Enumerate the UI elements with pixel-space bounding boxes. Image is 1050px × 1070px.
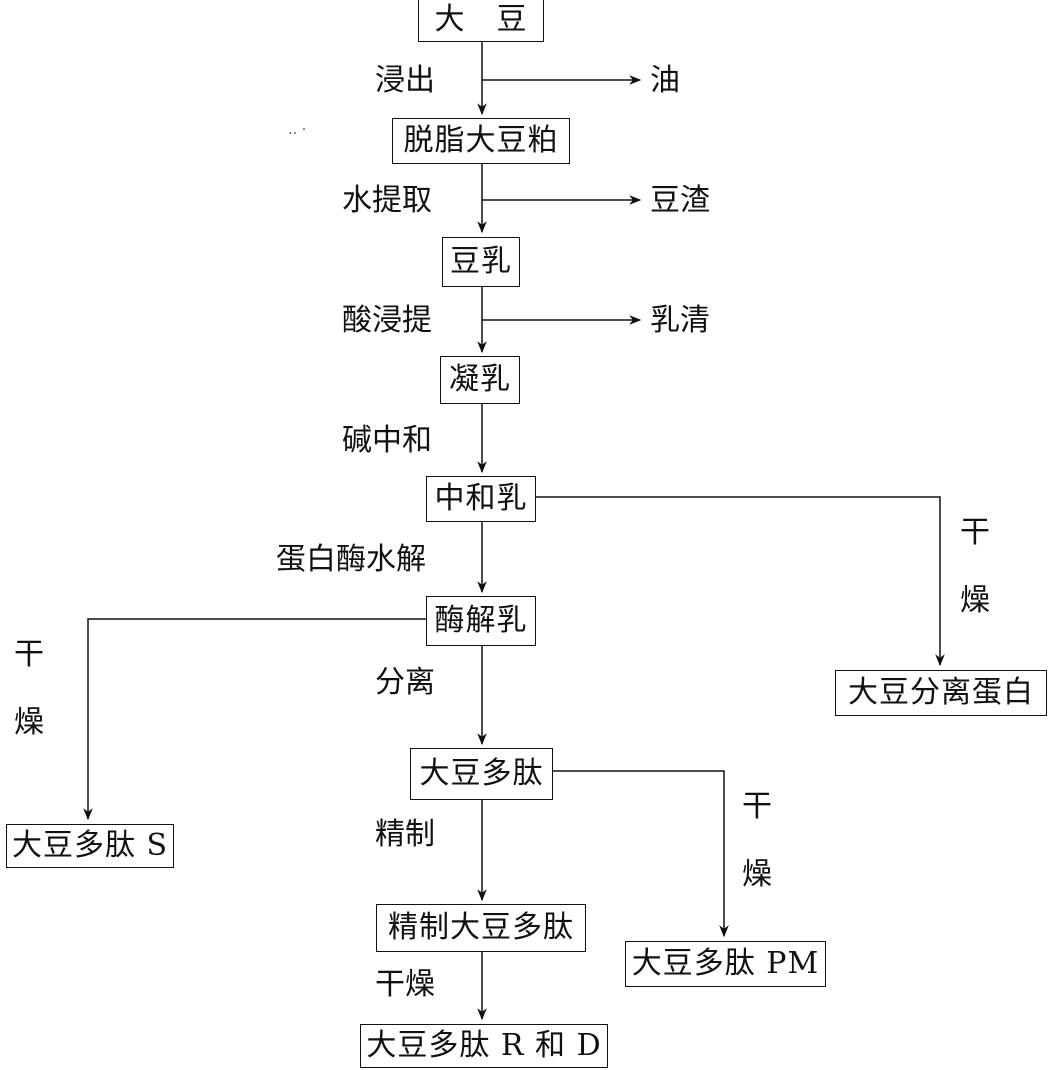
dry-char-bottom: 燥 [14,705,44,740]
node-peptide-rd: 大豆多肽 R 和 D [360,1024,608,1068]
node-hydrolysate: 酶解乳 [426,596,536,646]
step-refine: 精制 [375,817,435,852]
output-okara: 豆渣 [650,183,710,218]
step-water-extract: 水提取 [342,183,432,218]
arrow-peptide-to-pm [553,770,729,938]
step-dry-peptide-s: 干 燥 [12,640,46,738]
node-soy-milk: 豆乳 [442,237,520,287]
arrow-hydrolysate-to-peptide-s [83,618,426,821]
node-peptide: 大豆多肽 [410,748,553,800]
node-peptide-s: 大豆多肽 S [6,824,174,868]
output-whey: 乳清 [650,303,710,338]
output-oil: 油 [650,63,680,98]
step-enzymolysis: 蛋白酶水解 [276,542,426,577]
node-curd: 凝乳 [440,356,520,404]
dry-char-bottom: 燥 [742,857,772,892]
step-extract: 浸出 [375,63,435,98]
step-dry-spi: 干 燥 [958,518,992,616]
node-neutralized-milk: 中和乳 [426,476,536,522]
dry-char-top: 干 [742,789,772,824]
node-soybean: 大 豆 [418,0,544,42]
dry-char-bottom: 燥 [960,583,990,618]
step-alkali-neutralize: 碱中和 [342,423,432,458]
scan-speck: ‥ · [288,122,307,138]
dry-char-top: 干 [960,515,990,550]
node-defatted-meal: 脱脂大豆粕 [392,118,570,164]
step-separate: 分离 [375,665,435,700]
step-dry-peptide-pm: 干 燥 [740,792,774,890]
dry-char-top: 干 [14,637,44,672]
arrow-neutralized-to-spi [536,496,945,667]
step-dry-bottom: 干燥 [375,967,435,1002]
node-peptide-pm: 大豆多肽 PM [625,941,826,987]
step-acid-precipitation: 酸浸提 [342,303,432,338]
node-soy-protein-isolate: 大豆分离蛋白 [835,670,1047,716]
node-refined-peptide: 精制大豆多肽 [376,904,586,952]
